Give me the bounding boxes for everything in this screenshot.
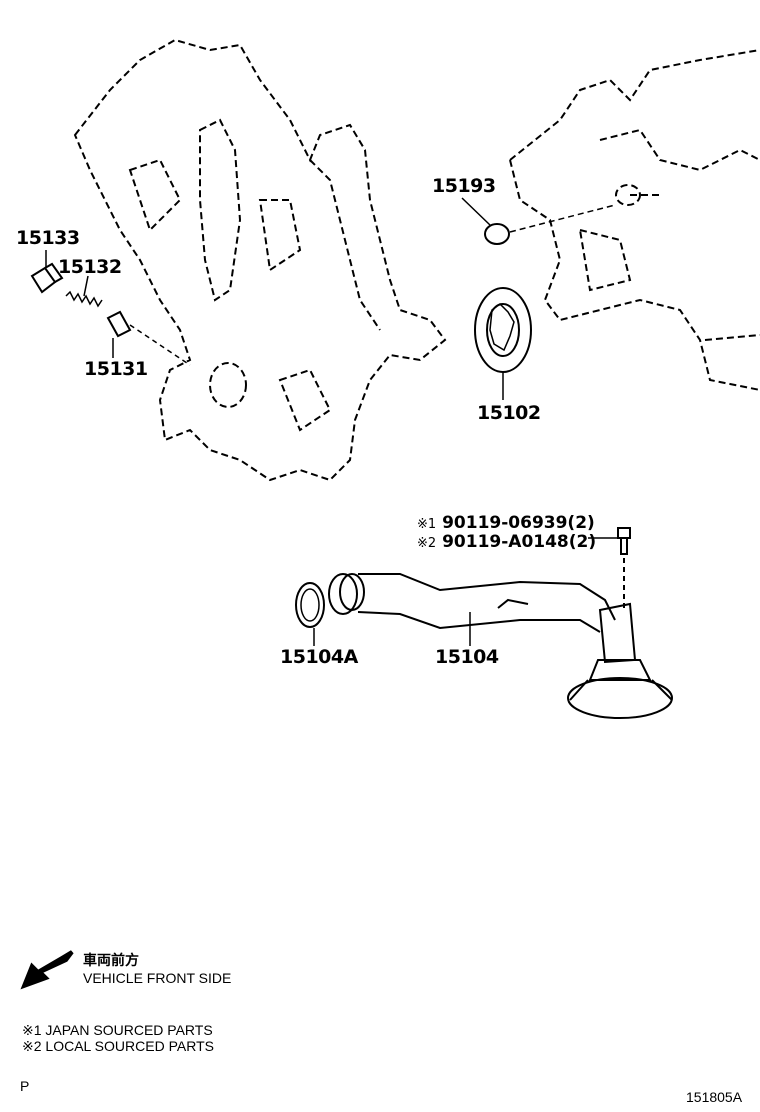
gasket-15104A-drawing — [295, 582, 325, 646]
bolt-mark-2: ※2 — [417, 536, 437, 551]
diagram-id: 151805A — [686, 1089, 743, 1105]
part-label-15132[interactable]: 15132 — [58, 256, 122, 278]
bolt-label-2[interactable]: ※2 90119-A0148(2) — [417, 533, 596, 553]
corner-mark: P — [20, 1078, 30, 1094]
bolt-drawing — [588, 527, 631, 610]
strainer-15104-drawing — [328, 573, 673, 719]
engine-block-drawing — [509, 49, 760, 391]
valve-15131-drawing — [106, 310, 191, 366]
part-label-15104[interactable]: 15104 — [435, 646, 499, 668]
bolt-number-2: 90119-A0148(2) — [442, 532, 597, 552]
plug-15133-drawing — [30, 250, 64, 294]
seal-15193-drawing — [461, 197, 616, 245]
spring-15132-drawing — [65, 275, 103, 308]
timing-cover-drawing — [73, 38, 447, 482]
bolt-label-1[interactable]: ※1 90119-06939(2) — [417, 514, 595, 534]
bolt-number-1: 90119-06939(2) — [442, 513, 595, 533]
direction-label-en: VEHICLE FRONT SIDE — [83, 970, 232, 986]
bolt-mark-1: ※1 — [417, 517, 437, 532]
rotor-15102-drawing — [474, 287, 532, 400]
note-japan-sourced: ※1 JAPAN SOURCED PARTS — [22, 1022, 213, 1038]
part-label-15193[interactable]: 15193 — [432, 175, 496, 197]
vehicle-front-arrow-icon — [20, 950, 74, 990]
part-label-15104A[interactable]: 15104A — [280, 646, 358, 668]
part-label-15133[interactable]: 15133 — [16, 227, 80, 249]
direction-label-jp: 車両前方 — [83, 952, 139, 968]
note-local-sourced: ※2 LOCAL SOURCED PARTS — [22, 1038, 214, 1054]
part-label-15102[interactable]: 15102 — [477, 402, 541, 424]
part-label-15131[interactable]: 15131 — [84, 358, 148, 380]
